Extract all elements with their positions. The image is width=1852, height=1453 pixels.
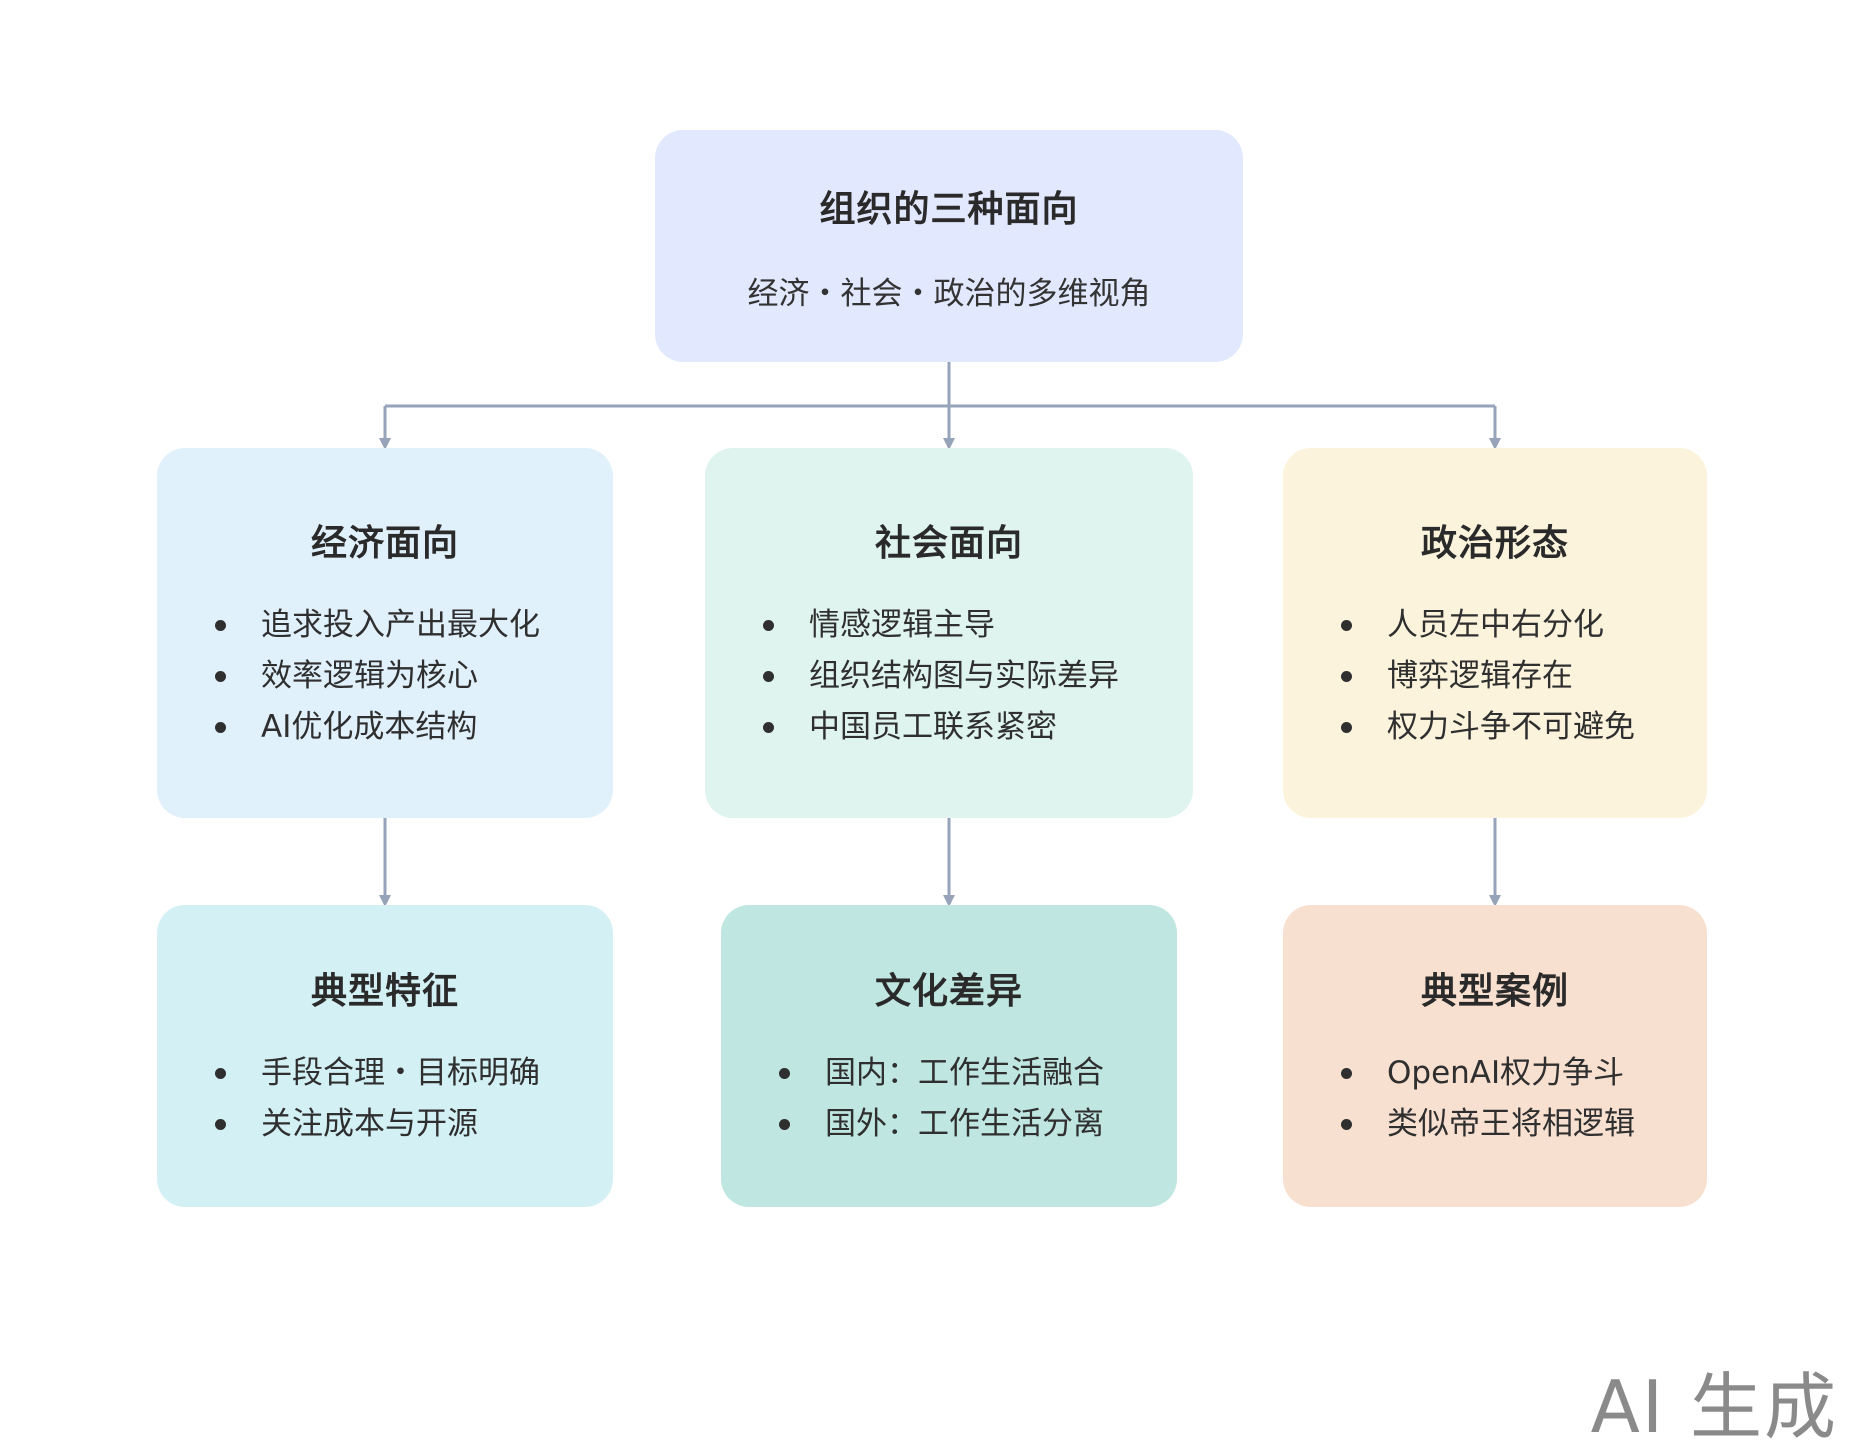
social-aspect-title: 社会面向 — [874, 522, 1023, 564]
political-form-node: 政治形态 人员左中右分化 博弈逻辑存在 权力斗争不可避免 — [1283, 448, 1707, 818]
list-item: 情感逻辑主导 — [763, 600, 1193, 651]
list-item: 国外：工作生活分离 — [779, 1099, 1177, 1150]
list-item: 追求投入产出最大化 — [215, 600, 613, 651]
bullet-icon — [215, 1119, 226, 1130]
list-item: AI优化成本结构 — [215, 702, 613, 753]
root-node: 组织的三种面向 经济・社会・政治的多维视角 — [655, 130, 1243, 362]
bullet-icon — [1341, 670, 1352, 682]
list-item: 关注成本与开源 — [215, 1099, 613, 1150]
bullet-icon — [215, 1068, 226, 1079]
list-item: 中国员工联系紧密 — [763, 702, 1193, 753]
bullet-icon — [1341, 1068, 1352, 1079]
economic-aspect-node: 经济面向 追求投入产出最大化 效率逻辑为核心 AI优化成本结构 — [157, 448, 613, 818]
economic-aspect-title: 经济面向 — [310, 522, 459, 564]
bullet-icon — [763, 619, 774, 631]
political-form-list: 人员左中右分化 博弈逻辑存在 权力斗争不可避免 — [1283, 600, 1707, 753]
root-title: 组织的三种面向 — [819, 188, 1079, 230]
root-subtitle: 经济・社会・政治的多维视角 — [747, 275, 1151, 312]
ai-generated-watermark: AI 生成 — [1590, 1365, 1838, 1449]
political-form-title: 政治形态 — [1420, 522, 1569, 564]
social-aspect-list: 情感逻辑主导 组织结构图与实际差异 中国员工联系紧密 — [705, 600, 1193, 753]
bullet-icon — [215, 619, 226, 631]
bullet-icon — [1341, 619, 1352, 631]
list-item: OpenAI权力争斗 — [1341, 1048, 1707, 1099]
cultural-difference-node: 文化差异 国内：工作生活融合 国外：工作生活分离 — [721, 905, 1177, 1207]
bullet-icon — [215, 721, 226, 733]
typical-case-list: OpenAI权力争斗 类似帝王将相逻辑 — [1283, 1048, 1707, 1150]
typical-features-node: 典型特征 手段合理・目标明确 关注成本与开源 — [157, 905, 613, 1207]
bullet-icon — [779, 1119, 790, 1130]
connector-group — [379, 362, 1501, 907]
typical-case-title: 典型案例 — [1420, 971, 1569, 1012]
bullet-icon — [215, 670, 226, 682]
typical-features-title: 典型特征 — [310, 971, 459, 1012]
list-item: 国内：工作生活融合 — [779, 1048, 1177, 1099]
typical-case-node: 典型案例 OpenAI权力争斗 类似帝王将相逻辑 — [1283, 905, 1707, 1207]
bullet-icon — [763, 670, 774, 682]
cultural-difference-list: 国内：工作生活融合 国外：工作生活分离 — [721, 1048, 1177, 1150]
list-item: 博弈逻辑存在 — [1341, 651, 1707, 702]
typical-features-list: 手段合理・目标明确 关注成本与开源 — [157, 1048, 613, 1150]
bullet-icon — [1341, 721, 1352, 733]
list-item: 类似帝王将相逻辑 — [1341, 1099, 1707, 1150]
economic-aspect-list: 追求投入产出最大化 效率逻辑为核心 AI优化成本结构 — [157, 600, 613, 753]
bullet-icon — [763, 721, 774, 733]
list-item: 权力斗争不可避免 — [1341, 702, 1707, 753]
bullet-icon — [1341, 1119, 1352, 1130]
list-item: 效率逻辑为核心 — [215, 651, 613, 702]
list-item: 组织结构图与实际差异 — [763, 651, 1193, 702]
list-item: 手段合理・目标明确 — [215, 1048, 613, 1099]
list-item: 人员左中右分化 — [1341, 600, 1707, 651]
bullet-icon — [779, 1068, 790, 1079]
social-aspect-node: 社会面向 情感逻辑主导 组织结构图与实际差异 中国员工联系紧密 — [705, 448, 1193, 818]
cultural-difference-title: 文化差异 — [874, 971, 1023, 1012]
